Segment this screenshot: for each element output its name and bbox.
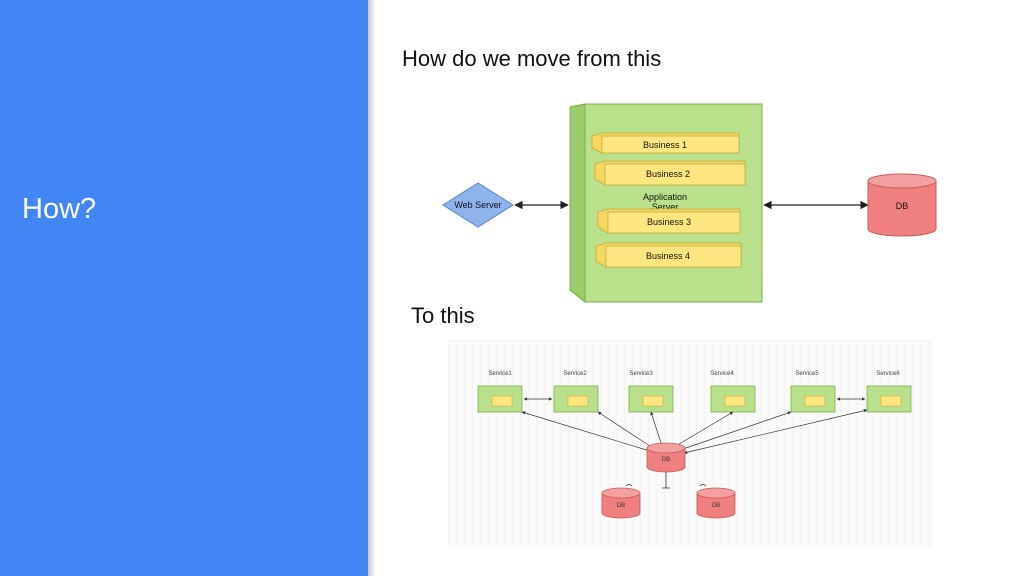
- service-label-4: Service4: [710, 371, 734, 377]
- business-label-1: Business 1: [643, 140, 687, 150]
- connector-s3-db: [650, 411, 663, 447]
- service-label-5: Service5: [795, 371, 819, 377]
- business-label-4: Business 4: [646, 251, 690, 261]
- slide-title: How?: [22, 193, 97, 225]
- business-label-3: Business 3: [647, 217, 691, 227]
- connector-s6-db: [683, 409, 868, 454]
- web-server-label: Web Server: [454, 200, 501, 210]
- caption-from: How do we move from this: [402, 46, 662, 71]
- lower-left-db-hook: [625, 484, 633, 487]
- web-server-node: Web Server: [442, 182, 514, 228]
- business-block-4: Business 4: [595, 242, 742, 268]
- center-db-label: DB: [662, 457, 670, 463]
- center-db-node: DB: [646, 442, 686, 473]
- service-label-3: Service3: [629, 371, 653, 377]
- lower-right-db-hook: [699, 484, 707, 487]
- panel-shadow: [368, 0, 376, 576]
- monolith-db-label: DB: [896, 201, 909, 211]
- service-label-1: Service1: [488, 371, 512, 377]
- caption-to: To this: [411, 303, 475, 328]
- lower-left-db-node: DB: [601, 487, 641, 519]
- business-block-3: Business 3: [597, 208, 741, 234]
- monolith-db-node: DB: [867, 173, 937, 237]
- app-server-label-1: Application: [643, 192, 687, 202]
- app-server-label-2: Server: [652, 202, 679, 212]
- connector-s2-db: [597, 411, 657, 451]
- title-panel: [0, 0, 368, 576]
- service-label-6: Service6: [876, 371, 900, 377]
- service-node-1: [477, 385, 523, 413]
- microservices-diagram: Service1 Service2 Service3 Service4 Serv…: [448, 340, 933, 547]
- service-label-2: Service2: [563, 371, 587, 377]
- business-block-1: Business 1: [591, 132, 740, 154]
- lower-right-db-node: DB: [696, 487, 736, 519]
- lower-right-db-label: DB: [712, 503, 720, 509]
- business-label-2: Business 2: [646, 169, 690, 179]
- business-block-2: Business 2: [594, 160, 746, 186]
- service-node-2: [553, 385, 599, 413]
- diagram-grid: [448, 340, 933, 547]
- lower-left-db-label: DB: [617, 503, 625, 509]
- service-node-5: [790, 385, 836, 413]
- service-node-4: [710, 385, 756, 413]
- service-node-3: [628, 385, 674, 413]
- service-node-6: [866, 385, 912, 413]
